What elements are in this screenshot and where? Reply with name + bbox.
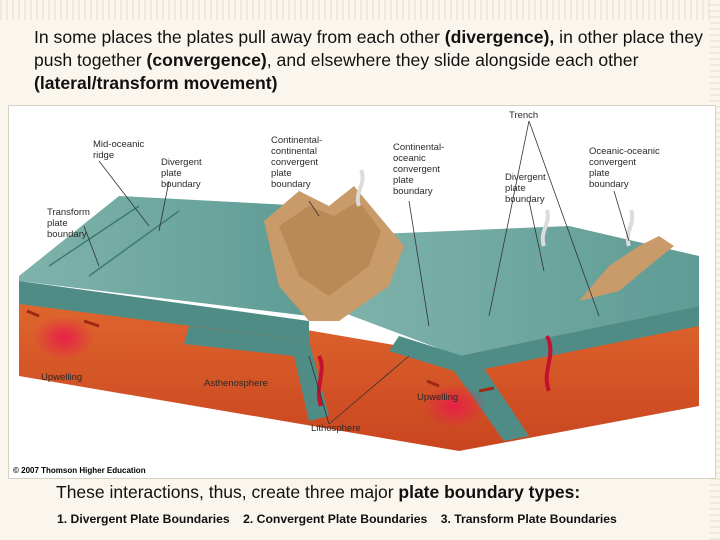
ocean-surface-right <box>329 226 699 356</box>
subducting-slab <box>389 336 529 441</box>
magma-plume-1 <box>316 355 324 407</box>
boundary-types-list: 1. Divergent Plate Boundaries 2. Converg… <box>57 512 717 526</box>
label-divergent-right-2: plate <box>505 183 526 194</box>
lithosphere-band-right <box>459 306 699 374</box>
intro-transform: (lateral/transform movement) <box>34 73 278 93</box>
lithosphere-band-left <box>19 281 309 341</box>
label-lithosphere: Lithosphere <box>311 423 361 434</box>
intro-text-3: , and elsewhere they slide alongside eac… <box>266 50 639 70</box>
volcano-arc <box>579 236 674 301</box>
label-transform-2: plate <box>47 218 68 229</box>
type-convergent: 2. Convergent Plate Boundaries <box>243 512 428 526</box>
upwelling-glow-right <box>422 384 486 428</box>
diagram-svg: Trench Mid-oceanic ridge Divergent plate… <box>13 110 699 475</box>
magma-plume-2 <box>544 335 553 392</box>
label-co-5: boundary <box>393 186 433 197</box>
type-divergent: 1. Divergent Plate Boundaries <box>57 512 230 526</box>
label-divergent-left-1: Divergent <box>161 157 202 168</box>
label-asthenosphere: Asthenosphere <box>204 378 268 389</box>
label-oo-3: plate <box>589 168 610 179</box>
label-cc-5: boundary <box>271 179 311 190</box>
label-oo-1: Oceanic-oceanic <box>589 146 660 157</box>
label-oo-4: boundary <box>589 179 629 190</box>
label-cc-3: convergent <box>271 157 318 168</box>
label-co-2: oceanic <box>393 153 426 164</box>
label-trench: Trench <box>509 110 538 121</box>
label-co-3: convergent <box>393 164 440 175</box>
intro-convergence: (convergence) <box>146 50 267 70</box>
upwelling-glow-left <box>34 316 94 360</box>
label-divergent-right-1: Divergent <box>505 172 546 183</box>
intro-paragraph: In some places the plates pull away from… <box>34 26 704 95</box>
ocean-surface-left <box>19 196 309 316</box>
label-cc-4: plate <box>271 168 292 179</box>
intro-divergence: (divergence), <box>444 27 555 47</box>
summary-text: These interactions, thus, create three m… <box>56 482 399 502</box>
copyright-notice: © 2007 Thomson Higher Education <box>13 466 146 475</box>
intro-text-2: in other place they push together <box>34 27 703 70</box>
label-upwelling-left: Upwelling <box>41 372 82 383</box>
subducting-slab-left <box>184 326 329 421</box>
label-transform-3: boundary <box>47 229 87 240</box>
label-upwelling-right: Upwelling <box>417 392 458 403</box>
plate-boundary-diagram: Trench Mid-oceanic ridge Divergent plate… <box>8 105 716 479</box>
type-transform: 3. Transform Plate Boundaries <box>440 512 617 526</box>
label-mid-oceanic: Mid-oceanic <box>93 139 144 150</box>
label-cc-2: continental <box>271 146 317 157</box>
summary-line: These interactions, thus, create three m… <box>56 482 706 503</box>
summary-bold: plate boundary types: <box>398 482 581 502</box>
label-cc-1: Continental- <box>271 135 322 146</box>
label-co-1: Continental- <box>393 142 444 153</box>
label-divergent-left-2: plate <box>161 168 182 179</box>
label-oo-2: convergent <box>589 157 636 168</box>
label-divergent-left-3: boundary <box>161 179 201 190</box>
label-transform-1: Transform <box>47 207 90 218</box>
intro-text-1: In some places the plates pull away from… <box>34 27 445 47</box>
label-divergent-right-3: boundary <box>505 194 545 205</box>
slide-frame-top <box>0 0 720 20</box>
label-co-4: plate <box>393 175 414 186</box>
label-ridge: ridge <box>93 150 114 161</box>
